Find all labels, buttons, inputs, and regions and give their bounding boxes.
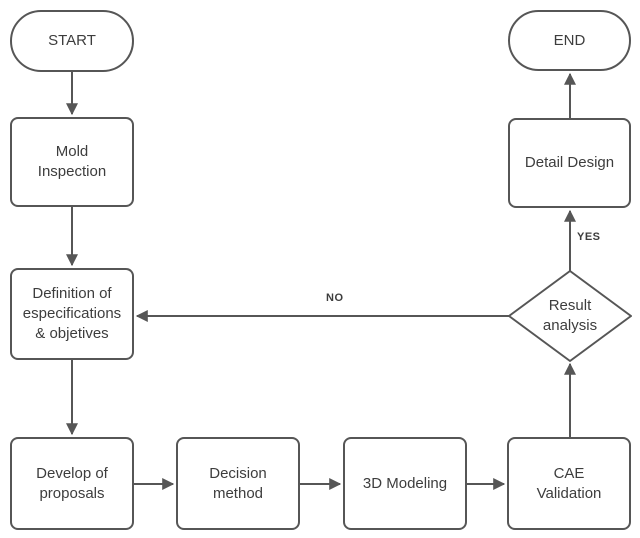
edge-label-no: NO bbox=[326, 292, 344, 304]
node-mold-inspection: Mold Inspection bbox=[10, 117, 134, 207]
node-definition-of-especifications: Definition of especifications & objetive… bbox=[10, 268, 134, 360]
node-cae-validation: CAE Validation bbox=[507, 437, 631, 530]
node-result-analysis-label: Result analysis bbox=[542, 297, 598, 334]
edge-label-yes: YES bbox=[577, 231, 601, 243]
node-detail-design: Detail Design bbox=[508, 118, 631, 208]
node-decision-method: Decision method bbox=[176, 437, 300, 530]
node-develop-of-proposals: Develop of proposals bbox=[10, 437, 134, 530]
node-start: START bbox=[10, 10, 134, 72]
node-end: END bbox=[508, 10, 631, 71]
node-3d-modeling: 3D Modeling bbox=[343, 437, 467, 530]
decision-diamond-shape bbox=[508, 270, 632, 362]
